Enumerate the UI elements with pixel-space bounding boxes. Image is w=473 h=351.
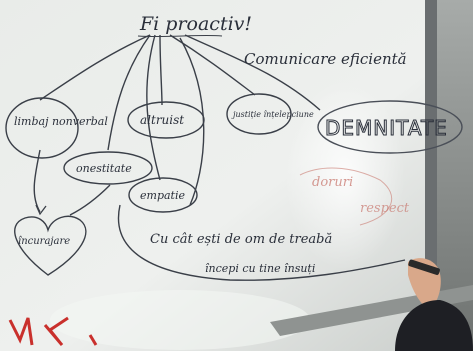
hand-with-marker (395, 258, 473, 351)
bubble-incurajare (14, 215, 87, 276)
subtitle-text: Comunicare eficientă (244, 50, 407, 68)
red-writing-1: doruri (312, 175, 353, 190)
bubble-limbaj (5, 97, 79, 159)
bubble-empatie-text: empatie (140, 189, 185, 202)
bubble-justitie (226, 93, 292, 135)
bubble-onestitate (63, 151, 153, 185)
board-frame-right (425, 0, 437, 290)
red-writing-2: respect (360, 201, 410, 216)
bottom-bracket (117, 204, 406, 281)
mindmap-connectors (33, 34, 321, 216)
red-doodle (8, 316, 69, 346)
bubble-demnitate (317, 100, 463, 154)
bubble-onestitate-text: onestitate (76, 162, 132, 175)
bottom-line-2: începi cu tine însuți (205, 262, 315, 275)
bubble-limbaj-text: limbaj nonverbal (14, 115, 108, 128)
light-glare-2 (50, 290, 310, 350)
center-title: Fi proactiv! (139, 13, 252, 35)
bottom-line-1: Cu cât ești de om de treabă (150, 232, 332, 247)
demnitate-text: DEMNITATE (325, 116, 448, 140)
bubble-incurajare-text: încurajare (18, 236, 70, 247)
light-glare (285, 80, 405, 270)
bubble-altruist-text: altruist (140, 113, 184, 127)
bubble-empatie (128, 177, 198, 213)
bubble-altruist (127, 101, 205, 139)
bubble-justitie-text: justiție înțelepciune (231, 110, 314, 119)
